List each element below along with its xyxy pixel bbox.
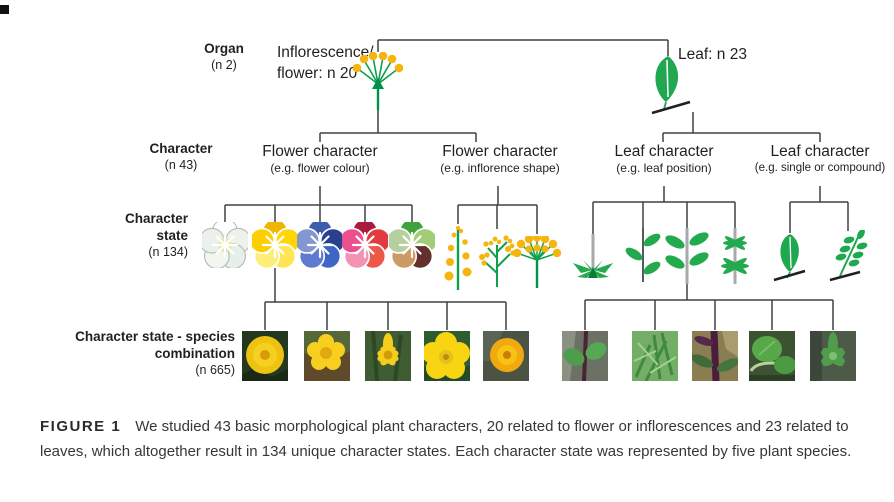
row-label-combination-line1: Character state - species [75,329,235,344]
character-node-title: Flower character [442,143,558,160]
row-label-combination-line2: combination [154,346,235,361]
compound-leaf-icon [826,230,870,284]
narrow-leaves-photo [632,331,678,381]
basal-rosette-icon [571,234,615,280]
character-node-leaf-position: Leaf character (e.g. leaf position) [584,142,744,175]
whorled-leaves-icon [719,228,751,284]
green-brown-flower-icon [389,222,435,268]
blue-flower-icon [297,222,343,268]
row-label-organ: Organ (n 2) [184,40,264,74]
page-edge-marker [0,5,9,14]
alternate-leaves-icon [625,228,661,282]
character-node-title: Leaf character [614,143,714,160]
row-label-state: Character state (n 134) [88,210,188,261]
character-node-subtitle: (e.g. single or compound) [754,162,886,174]
character-node-subtitle: (e.g. flower colour) [270,161,370,175]
row-label-state-line1: Character [124,211,188,226]
round-leaves-photo [749,331,795,381]
row-label-combination-count: (n 665) [195,363,235,377]
character-node-flower-colour: Flower character (e.g. flower colour) [240,142,400,175]
row-label-organ-title: Organ [204,41,244,56]
organ-flower-label: Inflorescence/ flower: n 20 [277,42,377,84]
character-node-subtitle: (e.g. inflorence shape) [440,161,560,175]
cinquefoil-photo [304,331,350,381]
dandelion-photo [242,331,288,381]
row-label-character: Character (n 43) [131,140,231,174]
row-label-state-line2: state [156,228,188,243]
whorl-leaves-photo [810,331,856,381]
row-label-state-count: (n 134) [148,245,188,259]
character-node-subtitle: (e.g. leaf position) [616,161,712,175]
purple-stem-photo [692,331,738,381]
yellow-flower-icon [252,222,298,268]
opposite-leaves-icon [665,228,709,284]
panicle-icon [477,231,517,287]
raceme-spike-icon [444,226,472,290]
character-node-leaf-type: Leaf character (e.g. single or compound) [740,142,894,175]
row-label-character-count: (n 43) [164,158,198,172]
figure-caption-text: We studied 43 basic morphological plant … [40,418,852,460]
row-label-organ-count: (n 2) [211,58,237,72]
character-node-inflorescence-shape: Flower character (e.g. inflorence shape) [420,142,580,175]
buttercup-photo [424,331,470,381]
figure-caption-tag: FIGURE 1 [40,418,122,435]
character-node-title: Flower character [262,143,378,160]
leaf-icon [644,54,696,116]
umbel-icon [513,236,561,288]
character-node-title: Leaf character [770,143,870,160]
row-label-combination: Character state - species combination (n… [25,328,235,379]
umbel-flower-icon [353,52,403,110]
organ-leaf-label: Leaf: n 23 [678,46,747,63]
red-flower-icon [342,222,388,268]
organ-flower-label-line2: flower: n 20 [277,65,358,82]
single-leaf-icon [769,232,811,282]
organ-flower-label-line1: Inflorescence/ [277,44,374,61]
opposite-leaf-photo [562,331,608,381]
white-flower-icon [202,222,248,268]
st-johns-wort-photo [365,331,411,381]
hawkbit-photo [483,331,529,381]
row-label-character-title: Character [149,141,213,156]
